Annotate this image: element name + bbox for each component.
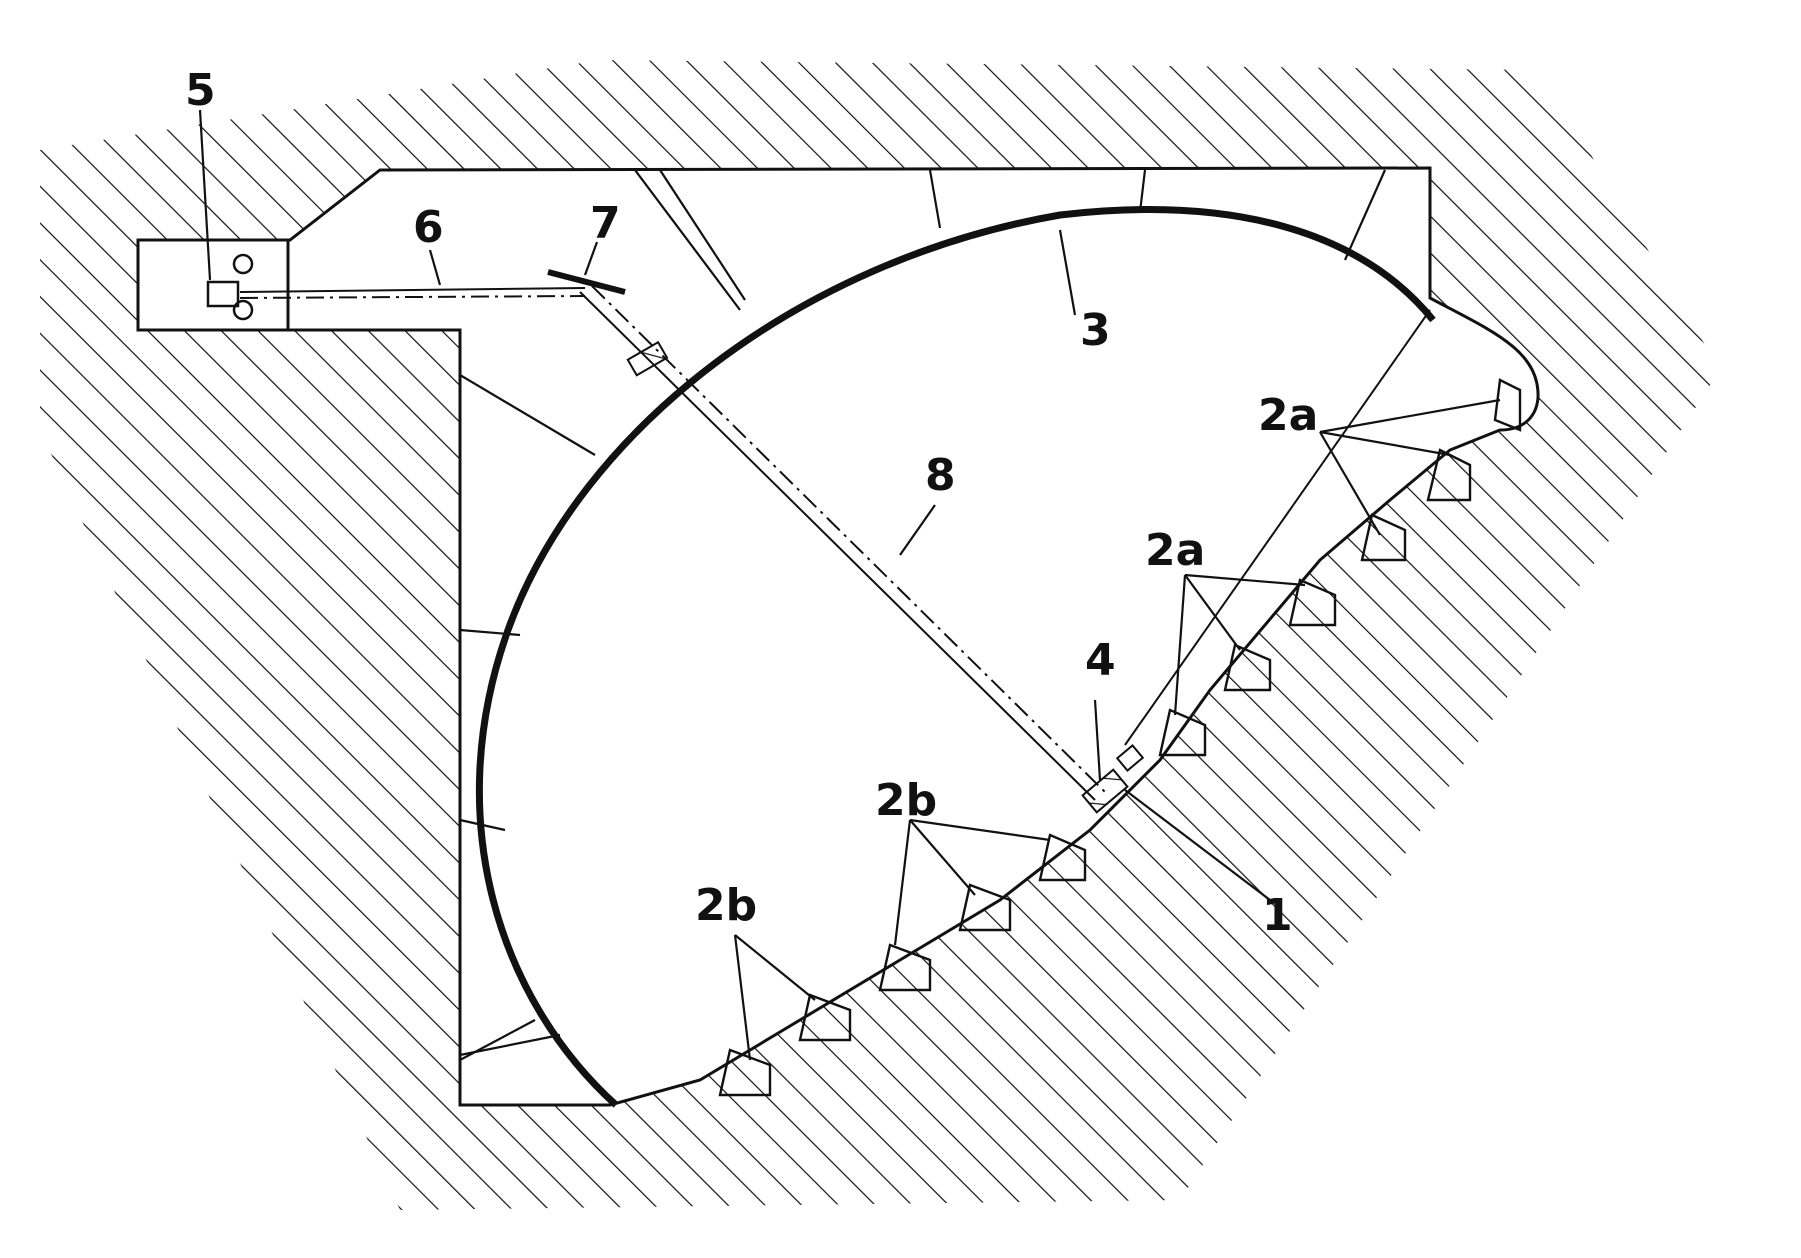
device-4: [1081, 744, 1145, 814]
wall-port: [626, 340, 669, 377]
projection-beam: [239, 285, 1106, 801]
seats-upper: [1158, 378, 1522, 757]
leader-lines: [198, 109, 1501, 1061]
mirror: [547, 269, 626, 295]
label-1: 1: [1262, 890, 1293, 941]
label-5: 5: [185, 65, 216, 116]
label-7: 7: [590, 198, 621, 249]
label-3: 3: [1080, 305, 1111, 356]
label-2a-lower: 2a: [1145, 525, 1205, 576]
dome-screen: [475, 206, 1436, 1108]
label-2b-lower: 2b: [695, 880, 757, 931]
label-6: 6: [413, 202, 444, 253]
label-8: 8: [925, 450, 956, 501]
label-2b-upper: 2b: [875, 775, 937, 826]
seats-lower: [718, 833, 1087, 1097]
label-4: 4: [1085, 635, 1116, 686]
dome-struts: [459, 169, 1387, 1061]
label-2a-upper: 2a: [1258, 390, 1318, 441]
sight-line: [1124, 309, 1431, 746]
projection-booth: [136, 238, 290, 332]
projector: [206, 253, 254, 321]
